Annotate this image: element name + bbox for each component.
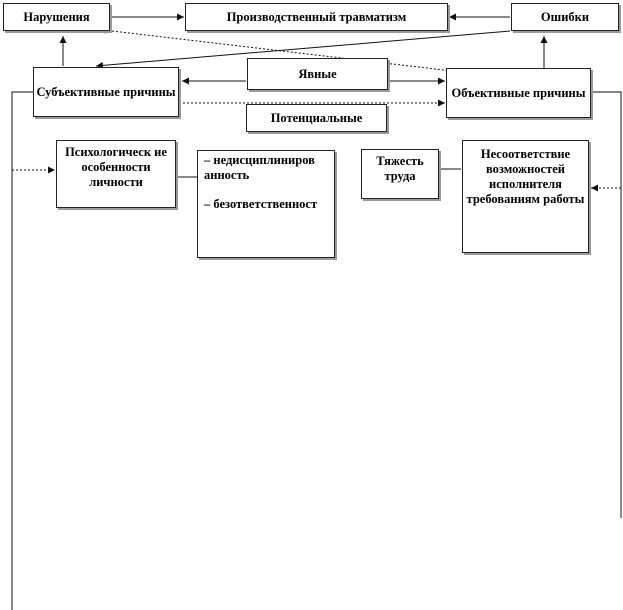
labor-severity-label: Тяжесть труда: [376, 154, 424, 183]
explicit-label: Явные: [298, 66, 337, 81]
errors-label: Ошибки: [540, 9, 590, 24]
subjective-list-box: – недисциплиниров анность – безответстве…: [197, 150, 335, 258]
mismatch-box: Несоответствие возможностей исполнителя …: [462, 140, 589, 253]
objective-causes-box: Объективные причины: [446, 68, 591, 118]
potential-label: Потенциальные: [270, 110, 363, 125]
subjective-causes-label: Субъективные причины: [36, 84, 176, 99]
violations-label: Нарушения: [23, 9, 90, 24]
psych-features-box: Психологическ ие особенности личности: [56, 140, 176, 208]
mismatch-label: Несоответствие возможностей исполнителя …: [466, 147, 585, 206]
errors-box: Ошибки: [511, 3, 619, 31]
list-item-indiscipline: – недисциплиниров анность: [204, 153, 315, 182]
left-vertical-line: [11, 91, 33, 610]
cross-line-1: [104, 26, 521, 80]
objective-causes-label: Объективные причины: [451, 85, 586, 100]
list-item-irresponsibility: – безответственност: [204, 197, 318, 211]
psych-features-label: Психологическ ие особенности личности: [65, 145, 167, 189]
potential-box: Потенциальные: [246, 104, 387, 132]
injury-box: Производственный травматизм: [185, 3, 448, 31]
labor-severity-box: Тяжесть труда: [361, 149, 439, 199]
subjective-causes-box: Субъективные причины: [33, 67, 179, 117]
right-vertical-line: [591, 91, 622, 518]
violations-box: Нарушения: [3, 3, 110, 31]
injury-label: Производственный травматизм: [226, 9, 407, 24]
cross-line-2: [95, 30, 511, 69]
explicit-box: Явные: [247, 58, 388, 90]
